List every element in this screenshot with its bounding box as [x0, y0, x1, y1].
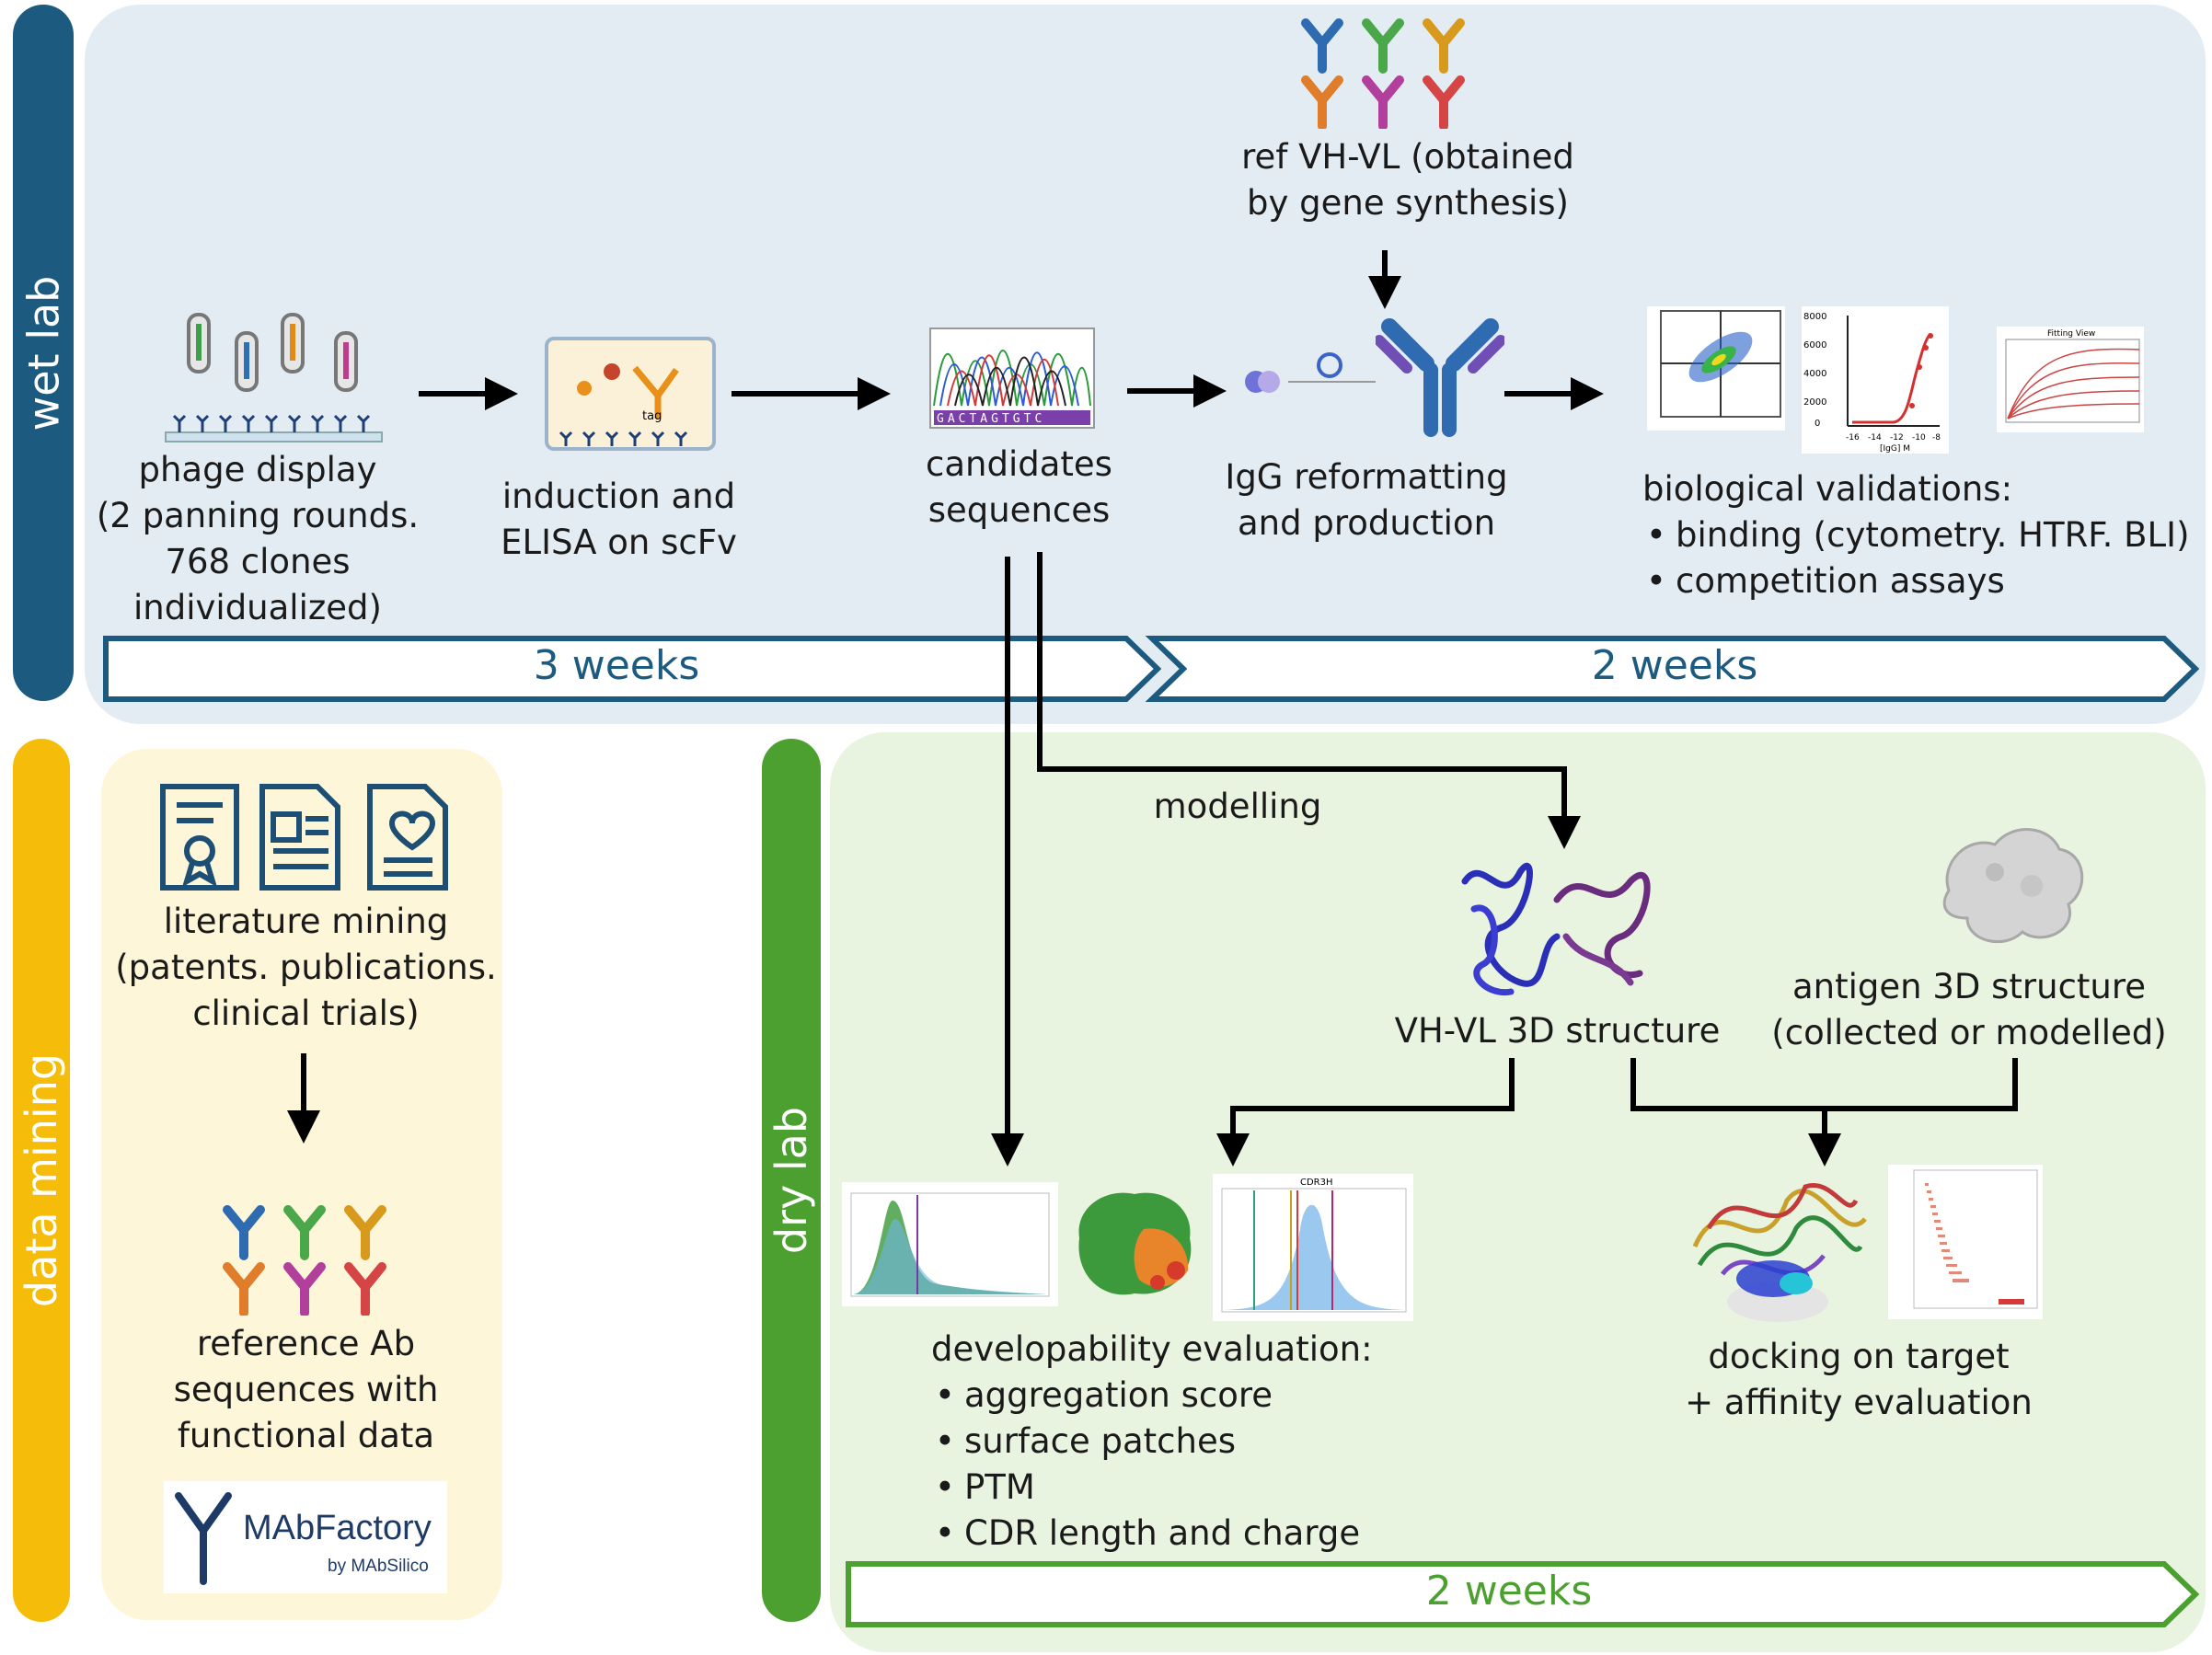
htrf-curve-plot: 8000 6000 4000 2000 0 -16 -14 -12 -10 -8…	[1802, 306, 1949, 454]
cytometry-plot	[1647, 306, 1785, 431]
antigen-3d-label: antigen 3D structure (collected or model…	[1771, 967, 2167, 1052]
arrow-vhvl-to-docking	[1630, 1058, 2018, 1111]
arrow-vhvl-to-dev	[1216, 1058, 1515, 1167]
developability-item: aggregation score	[931, 1373, 1446, 1419]
bio-item: competition assays	[1642, 558, 2195, 604]
candidates-label: candidates sequences	[926, 444, 1112, 530]
induction-elisa-label: induction and ELISA on scFv	[501, 477, 737, 562]
bio-validations-list: binding (cytometry. HTRF. BLI) competiti…	[1642, 512, 2195, 604]
igg-illustration	[1245, 352, 1376, 393]
mabfactory-y-icon	[175, 1492, 232, 1585]
duration-3-weeks: 3 weeks	[533, 642, 700, 689]
htrf-xtick-4: -8	[1932, 433, 1941, 442]
htrf-xtick-1: -14	[1868, 433, 1882, 442]
developability-item: CDR length and charge	[931, 1511, 1446, 1557]
wet-lab-tab: wet lab	[13, 5, 74, 701]
literature-mining-label: literature mining (patents. publications…	[115, 902, 497, 1033]
developability-item: surface patches	[931, 1419, 1446, 1465]
htrf-xtick-3: -10	[1912, 433, 1926, 442]
timeline-2weeks	[1145, 636, 2200, 702]
aggregation-distribution-plot	[842, 1182, 1058, 1306]
arrow-modelling	[1037, 552, 1581, 849]
data-mining-tab: data mining	[13, 739, 70, 1622]
developability-title: developability evaluation:	[931, 1329, 1373, 1369]
htrf-xlabel: [IgG] M	[1880, 444, 1910, 454]
htrf-ytick-0: 8000	[1803, 312, 1826, 322]
bio-validations: biological validations: binding (cytomet…	[1642, 466, 2195, 604]
bli-fitting-plot: Fitting View	[1997, 327, 2144, 432]
chromatogram-illustration: GACTAGTGTC	[929, 328, 1095, 429]
bio-validations-title: biological validations:	[1642, 469, 2013, 509]
bli-title: Fitting View	[2047, 329, 2095, 339]
timeline-dry-2weeks	[846, 1561, 2200, 1627]
htrf-ytick-3: 2000	[1803, 397, 1826, 408]
htrf-ytick-2: 4000	[1803, 369, 1826, 379]
duration-2-weeks: 2 weeks	[1591, 642, 1758, 689]
antigen-surface-structure	[1942, 828, 2084, 944]
reference-antibodies-icon	[223, 1205, 386, 1316]
htrf-ytick-4: 0	[1815, 419, 1820, 429]
document-icons	[160, 784, 448, 891]
phage-display-label: phage display (2 panning rounds. 768 clo…	[96, 450, 420, 627]
cdr3h-distribution-plot: CDR3H	[1213, 1174, 1413, 1321]
developability-block: developability evaluation: aggregation s…	[931, 1327, 1446, 1557]
docking-complex-structure	[1692, 1183, 1867, 1322]
htrf-ytick-1: 6000	[1803, 340, 1826, 351]
cdr3h-title: CDR3H	[1300, 1178, 1333, 1188]
reference-ab-label: reference Ab sequences with functional d…	[173, 1324, 439, 1455]
developability-list: aggregation score surface patches PTM CD…	[931, 1373, 1446, 1557]
bio-item: binding (cytometry. HTRF. BLI)	[1642, 512, 2195, 558]
tag-label: tag	[642, 409, 662, 423]
htrf-xtick-2: -12	[1890, 433, 1904, 442]
igg-label: IgG reformatting and production	[1225, 457, 1508, 543]
dna-bases: GACTAGTGTC	[937, 412, 1045, 426]
mabfactory-name: MAbFactory	[243, 1509, 432, 1547]
affinity-ranking-plot	[1888, 1165, 2043, 1319]
docking-label: docking on target + affinity evaluation	[1685, 1337, 2033, 1422]
elisa-well-illustration: tag	[545, 337, 716, 451]
dry-lab-tab: dry lab	[762, 739, 821, 1622]
vhvl-3d-label: VH-VL 3D structure	[1394, 1011, 1721, 1051]
developability-item: PTM	[931, 1465, 1446, 1511]
mabfactory-by: by MAbSilico	[328, 1557, 429, 1576]
mabfactory-logo: MAbFactory by MAbSilico	[164, 1481, 447, 1593]
surface-patches-structure	[1070, 1183, 1197, 1301]
ref-vhvl-label: ref VH-VL (obtained by gene synthesis)	[1241, 137, 1574, 223]
htrf-xtick-0: -16	[1846, 433, 1860, 442]
igg-antibody-icon	[1376, 318, 1504, 437]
data-mining-panel	[101, 749, 502, 1620]
modelling-label: modelling	[1153, 787, 1322, 826]
duration-dry-2-weeks: 2 weeks	[1425, 1568, 1593, 1615]
vhvl-ribbon-structure	[1461, 862, 1651, 996]
timeline-3weeks	[103, 636, 1162, 702]
ref-antibodies-icon	[1301, 18, 1465, 129]
phage-display-illustration	[165, 313, 383, 442]
